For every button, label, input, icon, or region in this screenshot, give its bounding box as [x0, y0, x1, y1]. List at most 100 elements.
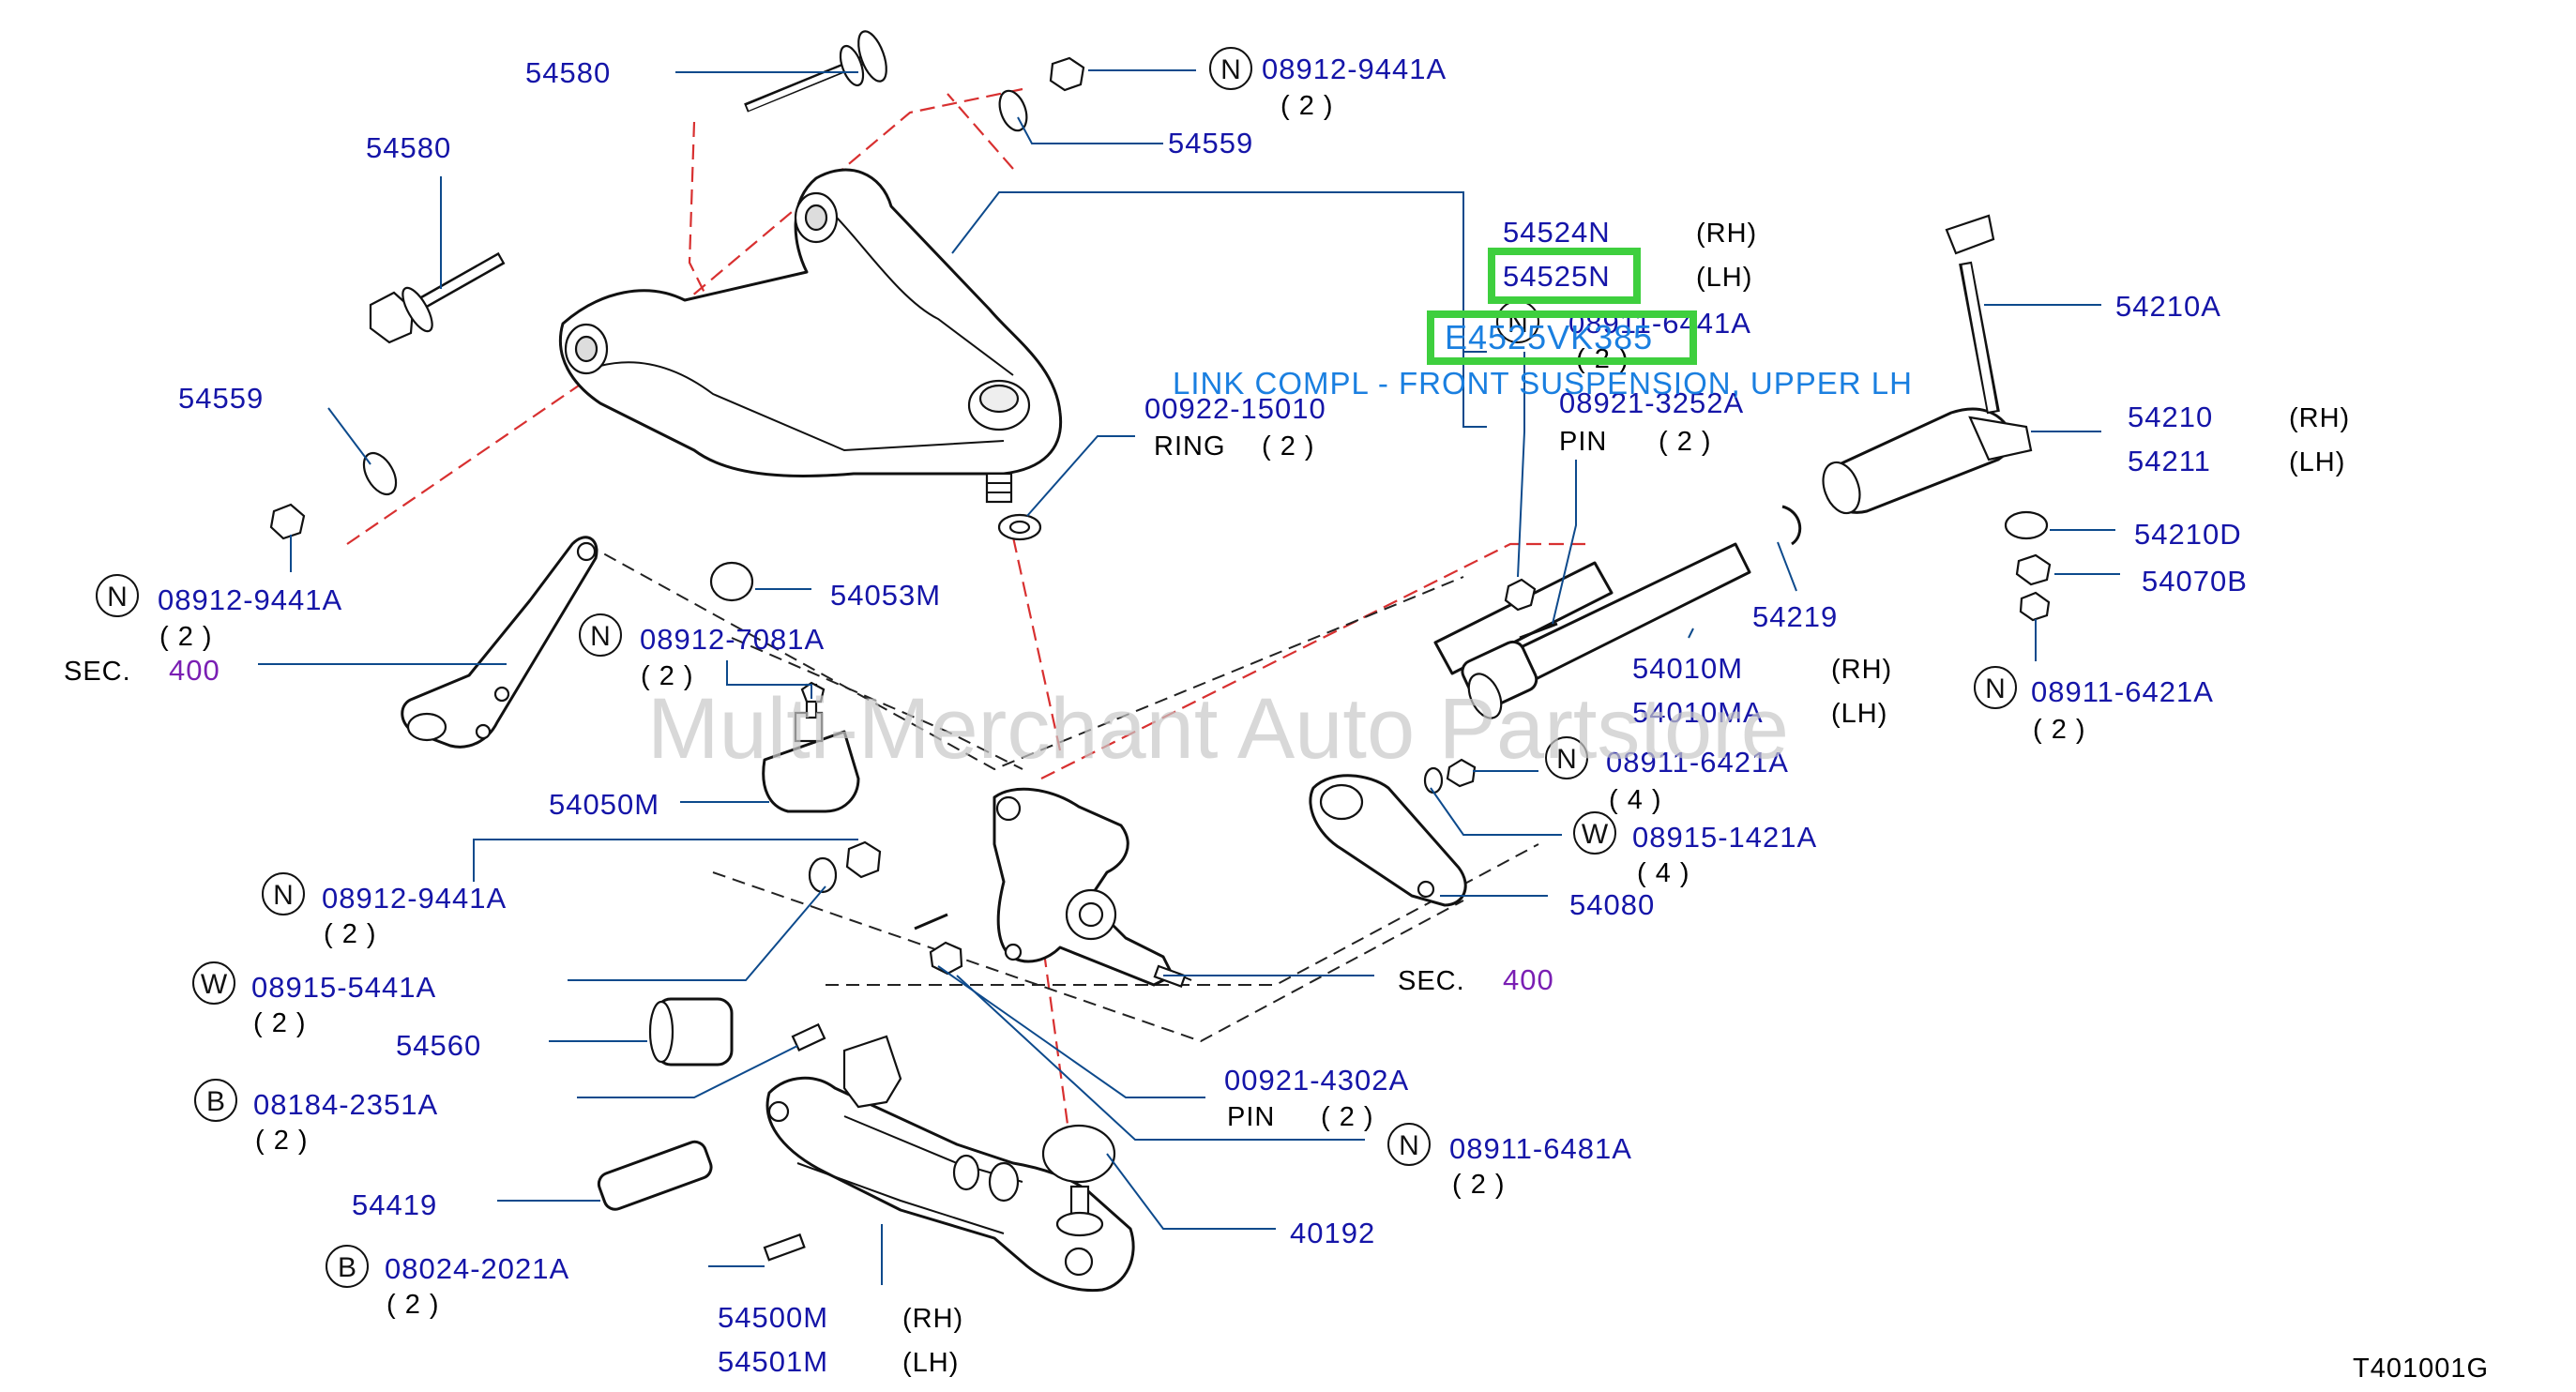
- part-label[interactable]: 08184-2351A: [253, 1088, 438, 1121]
- side-label: (LH): [1831, 699, 1887, 729]
- diagram-code: T401001G: [2353, 1354, 2489, 1384]
- part-labels: 54580 08912-9441A ( 2 ) 54559 54580 5452…: [64, 53, 2489, 1384]
- badge-n-letter: N: [1985, 673, 2006, 704]
- badge-n: [262, 872, 305, 915]
- badge-n: [579, 613, 622, 657]
- steering-knuckle: [993, 787, 1192, 988]
- side-label: (RH): [902, 1304, 963, 1334]
- badges: N N N N N N W N W B N B: [96, 47, 2017, 1288]
- side-label: (RH): [1831, 655, 1892, 685]
- qty-label: ( 2 ): [386, 1290, 440, 1320]
- qty-label: ( 2 ): [2033, 715, 2086, 745]
- highlight-description: LINK COMPL - FRONT SUSPENSION, UPPER LH: [1173, 366, 1913, 401]
- top-hardware: [269, 30, 1085, 541]
- badge-w: [192, 961, 235, 1005]
- part-label[interactable]: 54070B: [2142, 565, 2248, 598]
- bump-stop-parts: [709, 561, 860, 813]
- part-label[interactable]: 54559: [178, 382, 264, 415]
- pin-label: PIN: [1559, 427, 1607, 457]
- qty-label: ( 2 ): [1262, 431, 1315, 461]
- upper-control-arm: [558, 168, 1063, 504]
- part-label[interactable]: 54559: [1168, 127, 1253, 159]
- part-label[interactable]: 54210A: [2115, 290, 2221, 323]
- sec-ref[interactable]: 400: [1503, 963, 1554, 996]
- tension-rod-bracket: [401, 536, 599, 749]
- part-label[interactable]: 54524N: [1503, 216, 1611, 249]
- qty-label: ( 2 ): [641, 661, 694, 691]
- qty-label: ( 2 ): [255, 1126, 309, 1156]
- part-label[interactable]: 08911-6421A: [1606, 746, 1789, 779]
- part-label[interactable]: 00921-4302A: [1224, 1064, 1409, 1097]
- part-label[interactable]: 54500M: [718, 1301, 828, 1334]
- badge-n: [96, 574, 139, 617]
- highlight-box-part: [1488, 248, 1641, 304]
- part-label[interactable]: 08915-1421A: [1632, 821, 1817, 854]
- sec-ref[interactable]: 400: [169, 654, 220, 687]
- highlight-box-code: [1427, 310, 1697, 365]
- badge-n-letter: N: [590, 621, 611, 652]
- part-label[interactable]: 54211: [2128, 445, 2211, 477]
- part-label[interactable]: 54050M: [549, 788, 659, 821]
- part-label[interactable]: 08912-9441A: [1262, 53, 1447, 85]
- part-label[interactable]: 40192: [1290, 1217, 1375, 1249]
- part-label[interactable]: 54010M: [1632, 652, 1743, 685]
- qty-label: ( 2 ): [253, 1008, 307, 1038]
- badge-w-letter: W: [1582, 819, 1609, 850]
- badge-b: [326, 1245, 369, 1288]
- part-label[interactable]: 54053M: [830, 579, 941, 612]
- part-label[interactable]: 54580: [525, 56, 611, 89]
- side-label: (LH): [1696, 263, 1752, 293]
- badge-b-letter: B: [338, 1252, 356, 1283]
- part-label[interactable]: 54010MA: [1632, 696, 1764, 729]
- qty-label: ( 2 ): [1280, 91, 1334, 121]
- badge-w: [1573, 811, 1616, 855]
- badge-n-letter: N: [1220, 54, 1241, 85]
- qty-label: ( 2 ): [159, 622, 213, 652]
- side-label: (RH): [1696, 219, 1757, 249]
- part-label[interactable]: 54560: [396, 1029, 481, 1062]
- part-label[interactable]: 54580: [366, 131, 451, 164]
- side-label: (RH): [2289, 403, 2350, 433]
- side-label: (LH): [902, 1348, 959, 1378]
- part-label[interactable]: 08911-6481A: [1449, 1132, 1632, 1165]
- badge-b: [194, 1079, 237, 1122]
- torsion-bar-parts: [1309, 214, 2052, 907]
- side-label: (LH): [2289, 447, 2345, 477]
- badge-n-letter: N: [273, 880, 294, 911]
- part-label[interactable]: 08024-2021A: [385, 1252, 569, 1285]
- part-label[interactable]: 54419: [352, 1188, 437, 1221]
- part-label[interactable]: 54080: [1569, 888, 1655, 921]
- part-label[interactable]: 08915-5441A: [251, 971, 436, 1004]
- badge-n-letter: N: [107, 582, 128, 613]
- part-label[interactable]: 54210D: [2134, 518, 2242, 551]
- badge-n-letter: N: [1399, 1130, 1419, 1161]
- part-label[interactable]: 54501M: [718, 1345, 828, 1378]
- part-label[interactable]: 08921-3252A: [1559, 386, 1744, 419]
- part-label[interactable]: 08912-7081A: [640, 623, 825, 656]
- watermark: Multi-Merchant Auto Partstore: [647, 681, 1789, 777]
- badge-b-letter: B: [206, 1086, 225, 1117]
- badge-n: [1974, 666, 2017, 709]
- highlight-overlay: E4525VK385 LINK COMPL - FRONT SUSPENSION…: [1173, 248, 1913, 401]
- part-label[interactable]: 08912-9441A: [322, 882, 507, 915]
- qty-label: ( 2 ): [1659, 427, 1712, 457]
- qty-label: ( 4 ): [1637, 858, 1690, 888]
- sec-label: SEC.: [64, 657, 131, 687]
- part-label[interactable]: 54219: [1752, 600, 1838, 633]
- ring-label: RING: [1154, 431, 1226, 461]
- part-label[interactable]: 54210: [2128, 401, 2213, 433]
- part-label[interactable]: 08912-9441A: [158, 583, 342, 616]
- leader-lines: [258, 69, 2120, 1285]
- badge-w-letter: W: [201, 969, 228, 1000]
- pin-label: PIN: [1227, 1102, 1275, 1132]
- part-label[interactable]: 08911-6421A: [2031, 675, 2214, 708]
- part-label[interactable]: 00922-15010: [1144, 392, 1326, 425]
- lower-control-arm: [597, 840, 1135, 1293]
- badge-n: [1387, 1123, 1431, 1166]
- badge-n: [1545, 736, 1588, 779]
- badge-n-letter: N: [1556, 744, 1577, 775]
- highlight-code[interactable]: E4525VK385: [1445, 318, 1653, 356]
- part-label-highlighted[interactable]: 54525N: [1503, 260, 1611, 293]
- badge-n: [1209, 47, 1252, 90]
